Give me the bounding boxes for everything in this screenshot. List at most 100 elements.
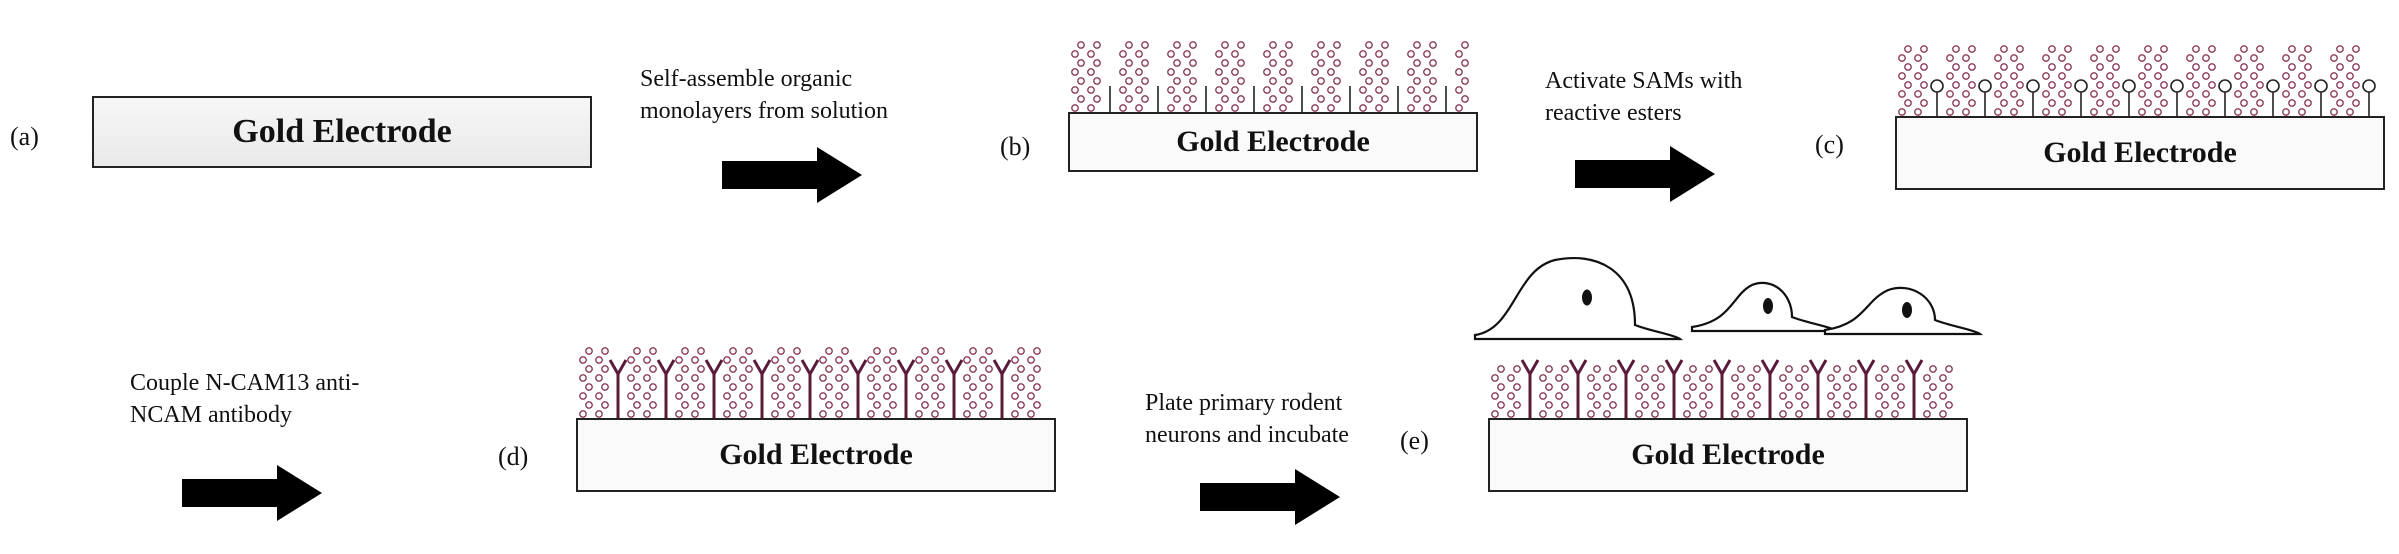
panel-e-antibody (1568, 359, 1588, 418)
panel-d-chain (643, 347, 657, 418)
panel-d-chain (691, 347, 705, 418)
panel-e-chain (1843, 365, 1857, 418)
panel-c-ester-group-head (1978, 79, 1992, 93)
step3-caption-line2: NCAM antibody (130, 402, 292, 428)
panel-c-chain (2298, 45, 2312, 116)
panel-d-antibody (704, 359, 724, 418)
panel-c-ester-group-head (2218, 79, 2232, 93)
panel-b-chain (1311, 41, 1325, 112)
panel-c-chain (2330, 45, 2344, 116)
panel-e-antibody (1808, 359, 1828, 418)
panel-c-ester-group-head (2170, 79, 2184, 93)
panel-c-chain (2058, 45, 2072, 116)
panel-e-chain (1587, 365, 1601, 418)
panel-label-a: (a) (10, 122, 39, 151)
panel-d-chain (675, 347, 689, 418)
gold-electrode-b: Gold Electrode (1068, 112, 1478, 172)
panel-d-chain (723, 347, 737, 418)
panel-d-antibody (800, 359, 820, 418)
panel-b-chain (1135, 41, 1149, 112)
panel-e-chain (1875, 365, 1889, 418)
panel-e-chain (1635, 365, 1649, 418)
step3-caption-line1: Couple N-CAM13 anti- (130, 370, 360, 396)
panel-d-chain (819, 347, 833, 418)
panel-e-antibody (1760, 359, 1780, 418)
panel-e-chain (1731, 365, 1745, 418)
panel-d-chain (595, 347, 609, 418)
panel-b-chain (1407, 41, 1421, 112)
step4-caption-line1: Plate primary rodent (1145, 390, 1343, 416)
panel-c-chain (2090, 45, 2104, 116)
panel-label-e: (e) (1400, 426, 1429, 455)
gold-electrode-e: Gold Electrode (1488, 418, 1968, 492)
panel-c-chain (1946, 45, 1960, 116)
step1-caption-line1: Self-assemble organic (640, 66, 853, 92)
step2-caption-line2: reactive esters (1545, 100, 1682, 126)
panel-c-chain (2138, 45, 2152, 116)
panel-c-chain (2234, 45, 2248, 116)
panel-b-chain (1263, 41, 1277, 112)
panel-e-antibody (1712, 359, 1732, 418)
process-arrow-4 (1200, 469, 1340, 525)
panel-e-antibody (1520, 359, 1540, 418)
panel-d-chain (579, 347, 593, 418)
panel-c-chain (2346, 45, 2360, 116)
panel-label-c: (c) (1815, 130, 1844, 159)
panel-c-ester-group-head (2026, 79, 2040, 93)
panel-label-d: (d) (498, 442, 529, 471)
panel-b-chain (1327, 41, 1341, 112)
panel-d-antibody (608, 359, 628, 418)
panel-b-chain (1071, 41, 1085, 112)
panel-c-chain (2010, 45, 2024, 116)
panel-b-chain (1183, 41, 1197, 112)
panel-c-chain (1898, 45, 1912, 116)
panel-e-antibody (1616, 359, 1636, 418)
panel-c-chain (2154, 45, 2168, 116)
panel-d-chain (739, 347, 753, 418)
panel-e-chain (1699, 365, 1713, 418)
panel-b-chain (1167, 41, 1181, 112)
panel-d-chain (931, 347, 945, 418)
gold-electrode-d: Gold Electrode (576, 418, 1056, 492)
panel-d-chain (1027, 347, 1041, 418)
panel-e-chain (1827, 365, 1841, 418)
panel-c-ester-group-head (2074, 79, 2088, 93)
panel-d-chain (787, 347, 801, 418)
neuron-cell-1 (1473, 256, 1684, 341)
panel-d-antibody (752, 359, 772, 418)
gold-electrode-a: Gold Electrode (92, 96, 592, 168)
panel-e-chain (1555, 365, 1569, 418)
panel-d-antibody (896, 359, 916, 418)
panel-c-chain (2282, 45, 2296, 116)
panel-e-antibody (1856, 359, 1876, 418)
panel-c-ester-group-head (1930, 79, 1944, 93)
step4-caption-line2: neurons and incubate (1145, 422, 1349, 448)
panel-c-ester-group-head (2266, 79, 2280, 93)
panel-d-antibody (944, 359, 964, 418)
panel-c-ester-group-head (2122, 79, 2136, 93)
step2-caption-line1: Activate SAMs with (1545, 68, 1743, 94)
panel-e-chain (1795, 365, 1809, 418)
panel-d-chain (883, 347, 897, 418)
panel-b-chain (1119, 41, 1133, 112)
panel-d-antibody (992, 359, 1012, 418)
panel-b-chain (1279, 41, 1293, 112)
neuron-cell-2 (1690, 281, 1841, 333)
process-arrow-3 (182, 465, 322, 521)
panel-e-chain (1891, 365, 1905, 418)
panel-b-chain (1423, 41, 1437, 112)
panel-e-antibody (1904, 359, 1924, 418)
panel-e-chain (1923, 365, 1937, 418)
panel-e-chain (1939, 365, 1953, 418)
panel-d-chain (835, 347, 849, 418)
gold-electrode-c: Gold Electrode (1895, 116, 2385, 190)
panel-c-chain (2250, 45, 2264, 116)
panel-c-chain (1962, 45, 1976, 116)
panel-label-b: (b) (1000, 132, 1031, 161)
panel-d-antibody (848, 359, 868, 418)
panel-d-chain (627, 347, 641, 418)
panel-d-chain (915, 347, 929, 418)
panel-c-ester-group-head (2362, 79, 2376, 93)
